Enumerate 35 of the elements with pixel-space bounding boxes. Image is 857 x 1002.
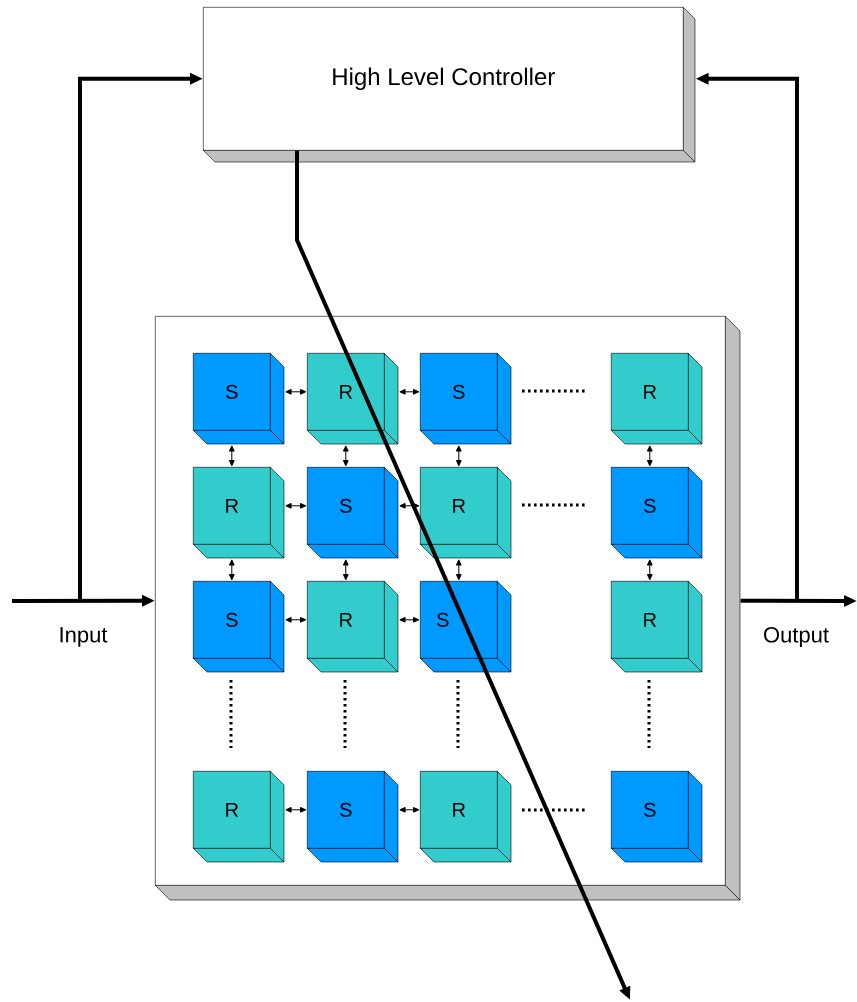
arrow xyxy=(285,388,307,395)
arrow xyxy=(399,806,420,813)
cube-block: R xyxy=(192,466,285,559)
arrow xyxy=(455,559,462,581)
arrow xyxy=(399,616,420,623)
arrow xyxy=(228,445,235,467)
arrow xyxy=(342,445,349,467)
arrow xyxy=(646,445,653,467)
cube-block: S xyxy=(419,352,512,445)
cube-block: R xyxy=(306,352,399,445)
arrow xyxy=(228,559,235,581)
arrow xyxy=(646,559,653,581)
cube-block: S xyxy=(306,770,399,863)
cube-block: R xyxy=(192,770,285,863)
cube-block: S xyxy=(192,580,285,673)
cube-block: S xyxy=(610,770,703,863)
cube-block: R xyxy=(419,770,512,863)
cube-block: S xyxy=(419,580,512,673)
cube-block: S xyxy=(192,352,285,445)
arrow xyxy=(399,502,420,509)
cube-block: R xyxy=(419,466,512,559)
cube-block: R xyxy=(610,580,703,673)
edge-label: Output xyxy=(764,627,829,647)
cube-block: S xyxy=(306,466,399,559)
arrow xyxy=(399,388,420,395)
arrow xyxy=(285,616,307,623)
edge-label: Input xyxy=(60,627,108,647)
arrow xyxy=(342,559,349,581)
arrow xyxy=(285,502,307,509)
cube-block: R xyxy=(610,352,703,445)
cube-block: R xyxy=(306,580,399,673)
arrow xyxy=(285,806,307,813)
controller-box: High Level Controller xyxy=(202,6,696,163)
cube-block: S xyxy=(610,466,703,559)
arrow xyxy=(455,445,462,467)
